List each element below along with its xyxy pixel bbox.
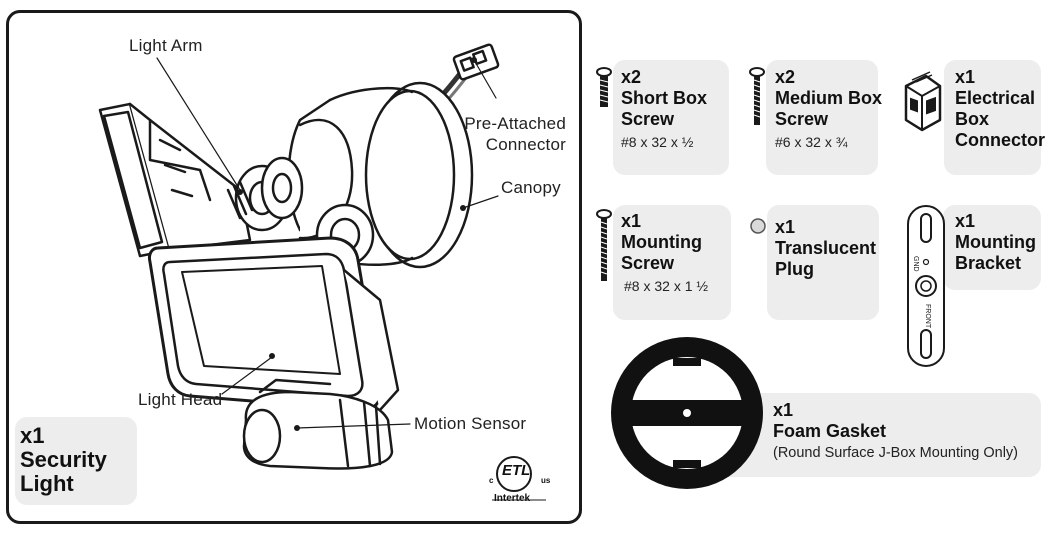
etl-certification-mark bbox=[492, 456, 546, 501]
foam-gasket-icon bbox=[611, 337, 763, 489]
security-light-name-line2: Light bbox=[20, 471, 74, 496]
etl-c-text: c bbox=[489, 476, 494, 485]
security-light-name-line1: Security bbox=[20, 447, 107, 472]
motion-sensor-label: Motion Sensor bbox=[414, 414, 527, 433]
translucent-plug-name-line1: Translucent bbox=[775, 238, 877, 258]
light-arm-label: Light Arm bbox=[129, 36, 203, 55]
short-box-screw-icon bbox=[596, 67, 612, 107]
short-box-screw-name-line1: Short Box bbox=[621, 88, 708, 108]
medium-box-screw-icon bbox=[749, 67, 765, 125]
mounting-bracket-card bbox=[943, 205, 1041, 290]
translucent-plug-qty: x1 bbox=[775, 217, 796, 237]
mounting-bracket-icon bbox=[907, 205, 945, 367]
pre-attached-connector-line2: Connector bbox=[485, 135, 566, 154]
security-light-card bbox=[15, 417, 137, 505]
translucent-plug-name-line2: Plug bbox=[775, 259, 814, 279]
mounting-screw-qty: x1 bbox=[621, 211, 642, 231]
electrical-box-connector-icon bbox=[904, 71, 942, 132]
short-box-screw-spec: #8 x 32 x ½ bbox=[621, 134, 694, 150]
medium-box-screw-spec: #6 x 32 x ¾ bbox=[775, 134, 848, 150]
foam-gasket-text: x1 Foam Gasket (Round Surface J-Box Moun… bbox=[773, 400, 1018, 462]
canopy-label: Canopy bbox=[501, 178, 561, 197]
mounting-screw-name-line1: Mounting bbox=[621, 232, 702, 252]
bracket-front-mark: FRONT bbox=[924, 304, 931, 329]
electrical-box-connector-name-line3: Connector bbox=[955, 130, 1045, 150]
short-box-screw-qty: x2 bbox=[621, 67, 642, 87]
etl-us-text: us bbox=[541, 476, 551, 485]
bracket-gnd-mark: GND bbox=[912, 256, 919, 272]
medium-box-screw-qty: x2 bbox=[775, 67, 796, 87]
short-box-screw-name-line2: Screw bbox=[621, 109, 675, 129]
light-head-label: Light Head bbox=[138, 390, 223, 409]
pre-attached-connector-label: Pre-Attached Connector bbox=[450, 113, 566, 155]
foam-gasket-qty: x1 bbox=[773, 400, 794, 420]
mounting-bracket-text: x1 Mounting Bracket bbox=[955, 211, 1036, 274]
mounting-screw-spec: #8 x 32 x 1 ½ bbox=[624, 278, 709, 294]
mounting-screw-icon bbox=[596, 209, 612, 281]
electrical-box-connector-card bbox=[944, 60, 1041, 175]
medium-box-screw-card bbox=[766, 60, 878, 175]
etl-mark-text: ETL bbox=[502, 462, 531, 479]
medium-box-screw-name-line1: Medium Box bbox=[775, 88, 883, 108]
mounting-bracket-name-line1: Mounting bbox=[955, 232, 1036, 252]
short-box-screw-card bbox=[613, 60, 729, 175]
mounting-bracket-qty: x1 bbox=[955, 211, 976, 231]
short-box-screw-text: x2 Short Box Screw #8 x 32 x ½ bbox=[621, 67, 707, 151]
mounting-screw-name-line2: Screw bbox=[621, 253, 675, 273]
electrical-box-connector-name-line1: Electrical bbox=[955, 88, 1036, 108]
translucent-plug-card bbox=[767, 205, 879, 320]
foam-gasket-name: Foam Gasket bbox=[773, 421, 887, 441]
pre-attached-connector-line1: Pre-Attached bbox=[464, 114, 566, 133]
security-light-qty: x1 bbox=[20, 423, 45, 448]
electrical-box-connector-text: x1 Electrical Box Connector bbox=[955, 67, 1045, 151]
translucent-plug-text: x1 Translucent Plug bbox=[775, 217, 876, 280]
mounting-screw-card bbox=[613, 205, 731, 320]
foam-gasket-spec: (Round Surface J-Box Mounting Only) bbox=[773, 445, 1018, 461]
medium-box-screw-name-line2: Screw bbox=[775, 109, 829, 129]
electrical-box-connector-name-line2: Box bbox=[955, 109, 990, 129]
medium-box-screw-text: x2 Medium Box Screw #6 x 32 x ¾ bbox=[775, 67, 882, 151]
mounting-screw-text: x1 Mounting Screw #8 x 32 x 1 ½ bbox=[621, 211, 708, 295]
electrical-box-connector-qty: x1 bbox=[955, 67, 976, 87]
mounting-bracket-name-line2: Bracket bbox=[955, 253, 1022, 273]
translucent-plug-icon bbox=[750, 218, 766, 234]
intertek-text: Intertek bbox=[494, 493, 531, 504]
security-light-text: x1 Security Light bbox=[20, 424, 107, 496]
